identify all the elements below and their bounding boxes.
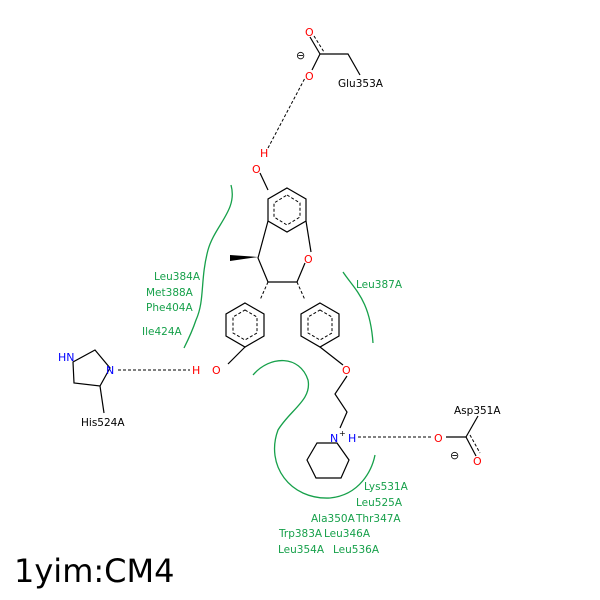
hydrophobic-contour-left bbox=[183, 184, 233, 349]
chromene-benzene-ring bbox=[267, 187, 307, 233]
residue-ala350: Ala350A bbox=[311, 513, 356, 525]
residue-leu387: Leu387A bbox=[356, 279, 403, 291]
residue-lys531: Lys531A bbox=[364, 481, 409, 493]
stereo-bond-left bbox=[259, 281, 269, 301]
atom-o: O bbox=[212, 364, 221, 377]
residue-leu384: Leu384A bbox=[154, 271, 201, 283]
stereo-bond-right bbox=[296, 281, 306, 301]
imidazole-ring bbox=[72, 349, 111, 387]
glu-sidechain bbox=[320, 53, 361, 76]
pyran-bond bbox=[305, 220, 312, 253]
atom-o: O bbox=[305, 26, 314, 39]
ethyl-linker bbox=[334, 375, 348, 429]
his-sidechain bbox=[99, 385, 105, 414]
asp-c-o-aromatic bbox=[469, 434, 481, 454]
residue-asp351: Asp351A bbox=[454, 405, 501, 417]
phenol-o-bond bbox=[259, 172, 269, 191]
glu-c-o-double bbox=[309, 36, 321, 55]
charge-minus: ⊖ bbox=[296, 49, 305, 62]
residue-his524: His524A bbox=[81, 417, 125, 429]
residue-leu346: Leu346A bbox=[324, 528, 371, 540]
asp-c-o-double bbox=[465, 436, 477, 457]
atom-n: N bbox=[330, 432, 338, 445]
residue-met388: Met388A bbox=[146, 287, 194, 299]
right-phenyl-aromatic bbox=[307, 309, 333, 341]
glu-c-o-aromatic bbox=[313, 35, 325, 53]
atom-o-ether: O bbox=[342, 364, 351, 377]
residue-thr347: Thr347A bbox=[355, 513, 401, 525]
atom-o: O bbox=[473, 455, 482, 468]
atom-n: N bbox=[106, 364, 114, 377]
atom-nh: HN bbox=[58, 351, 75, 364]
residue-glu353: Glu353A bbox=[338, 78, 384, 90]
asp-sidechain bbox=[465, 415, 479, 438]
residue-phe404: Phe404A bbox=[146, 302, 193, 314]
atom-o: O bbox=[305, 70, 314, 83]
atom-h: H bbox=[192, 364, 200, 377]
charge-plus: + bbox=[339, 429, 346, 438]
residue-leu354: Leu354A bbox=[278, 544, 325, 556]
diagram-title: 1yim:CM4 bbox=[14, 552, 175, 590]
hbond-glu353 bbox=[267, 77, 306, 149]
residue-leu525: Leu525A bbox=[356, 497, 403, 509]
glu-c-o bbox=[311, 53, 321, 71]
chromene-aromatic-circle bbox=[273, 194, 301, 226]
charge-minus: ⊖ bbox=[450, 449, 459, 462]
atom-h: H bbox=[348, 432, 356, 445]
phenol-bond bbox=[227, 346, 246, 365]
residue-trp383: Trp383A bbox=[278, 528, 323, 540]
atom-h: H bbox=[260, 147, 268, 160]
hydrophobic-contour-bottom bbox=[252, 359, 376, 499]
left-phenyl-aromatic bbox=[232, 309, 258, 341]
pyran-ring bbox=[257, 220, 306, 283]
ether-chain bbox=[319, 346, 344, 366]
atom-o-pyran: O bbox=[304, 253, 313, 266]
pyrrolidine-ring bbox=[306, 442, 350, 479]
methyl-wedge bbox=[230, 255, 258, 261]
hydrophobic-contour-right bbox=[342, 271, 374, 344]
residue-leu536: Leu536A bbox=[333, 544, 380, 556]
residue-ile424: Ile424A bbox=[142, 326, 183, 338]
atom-o: O bbox=[252, 163, 261, 176]
atom-o: O bbox=[434, 432, 443, 445]
